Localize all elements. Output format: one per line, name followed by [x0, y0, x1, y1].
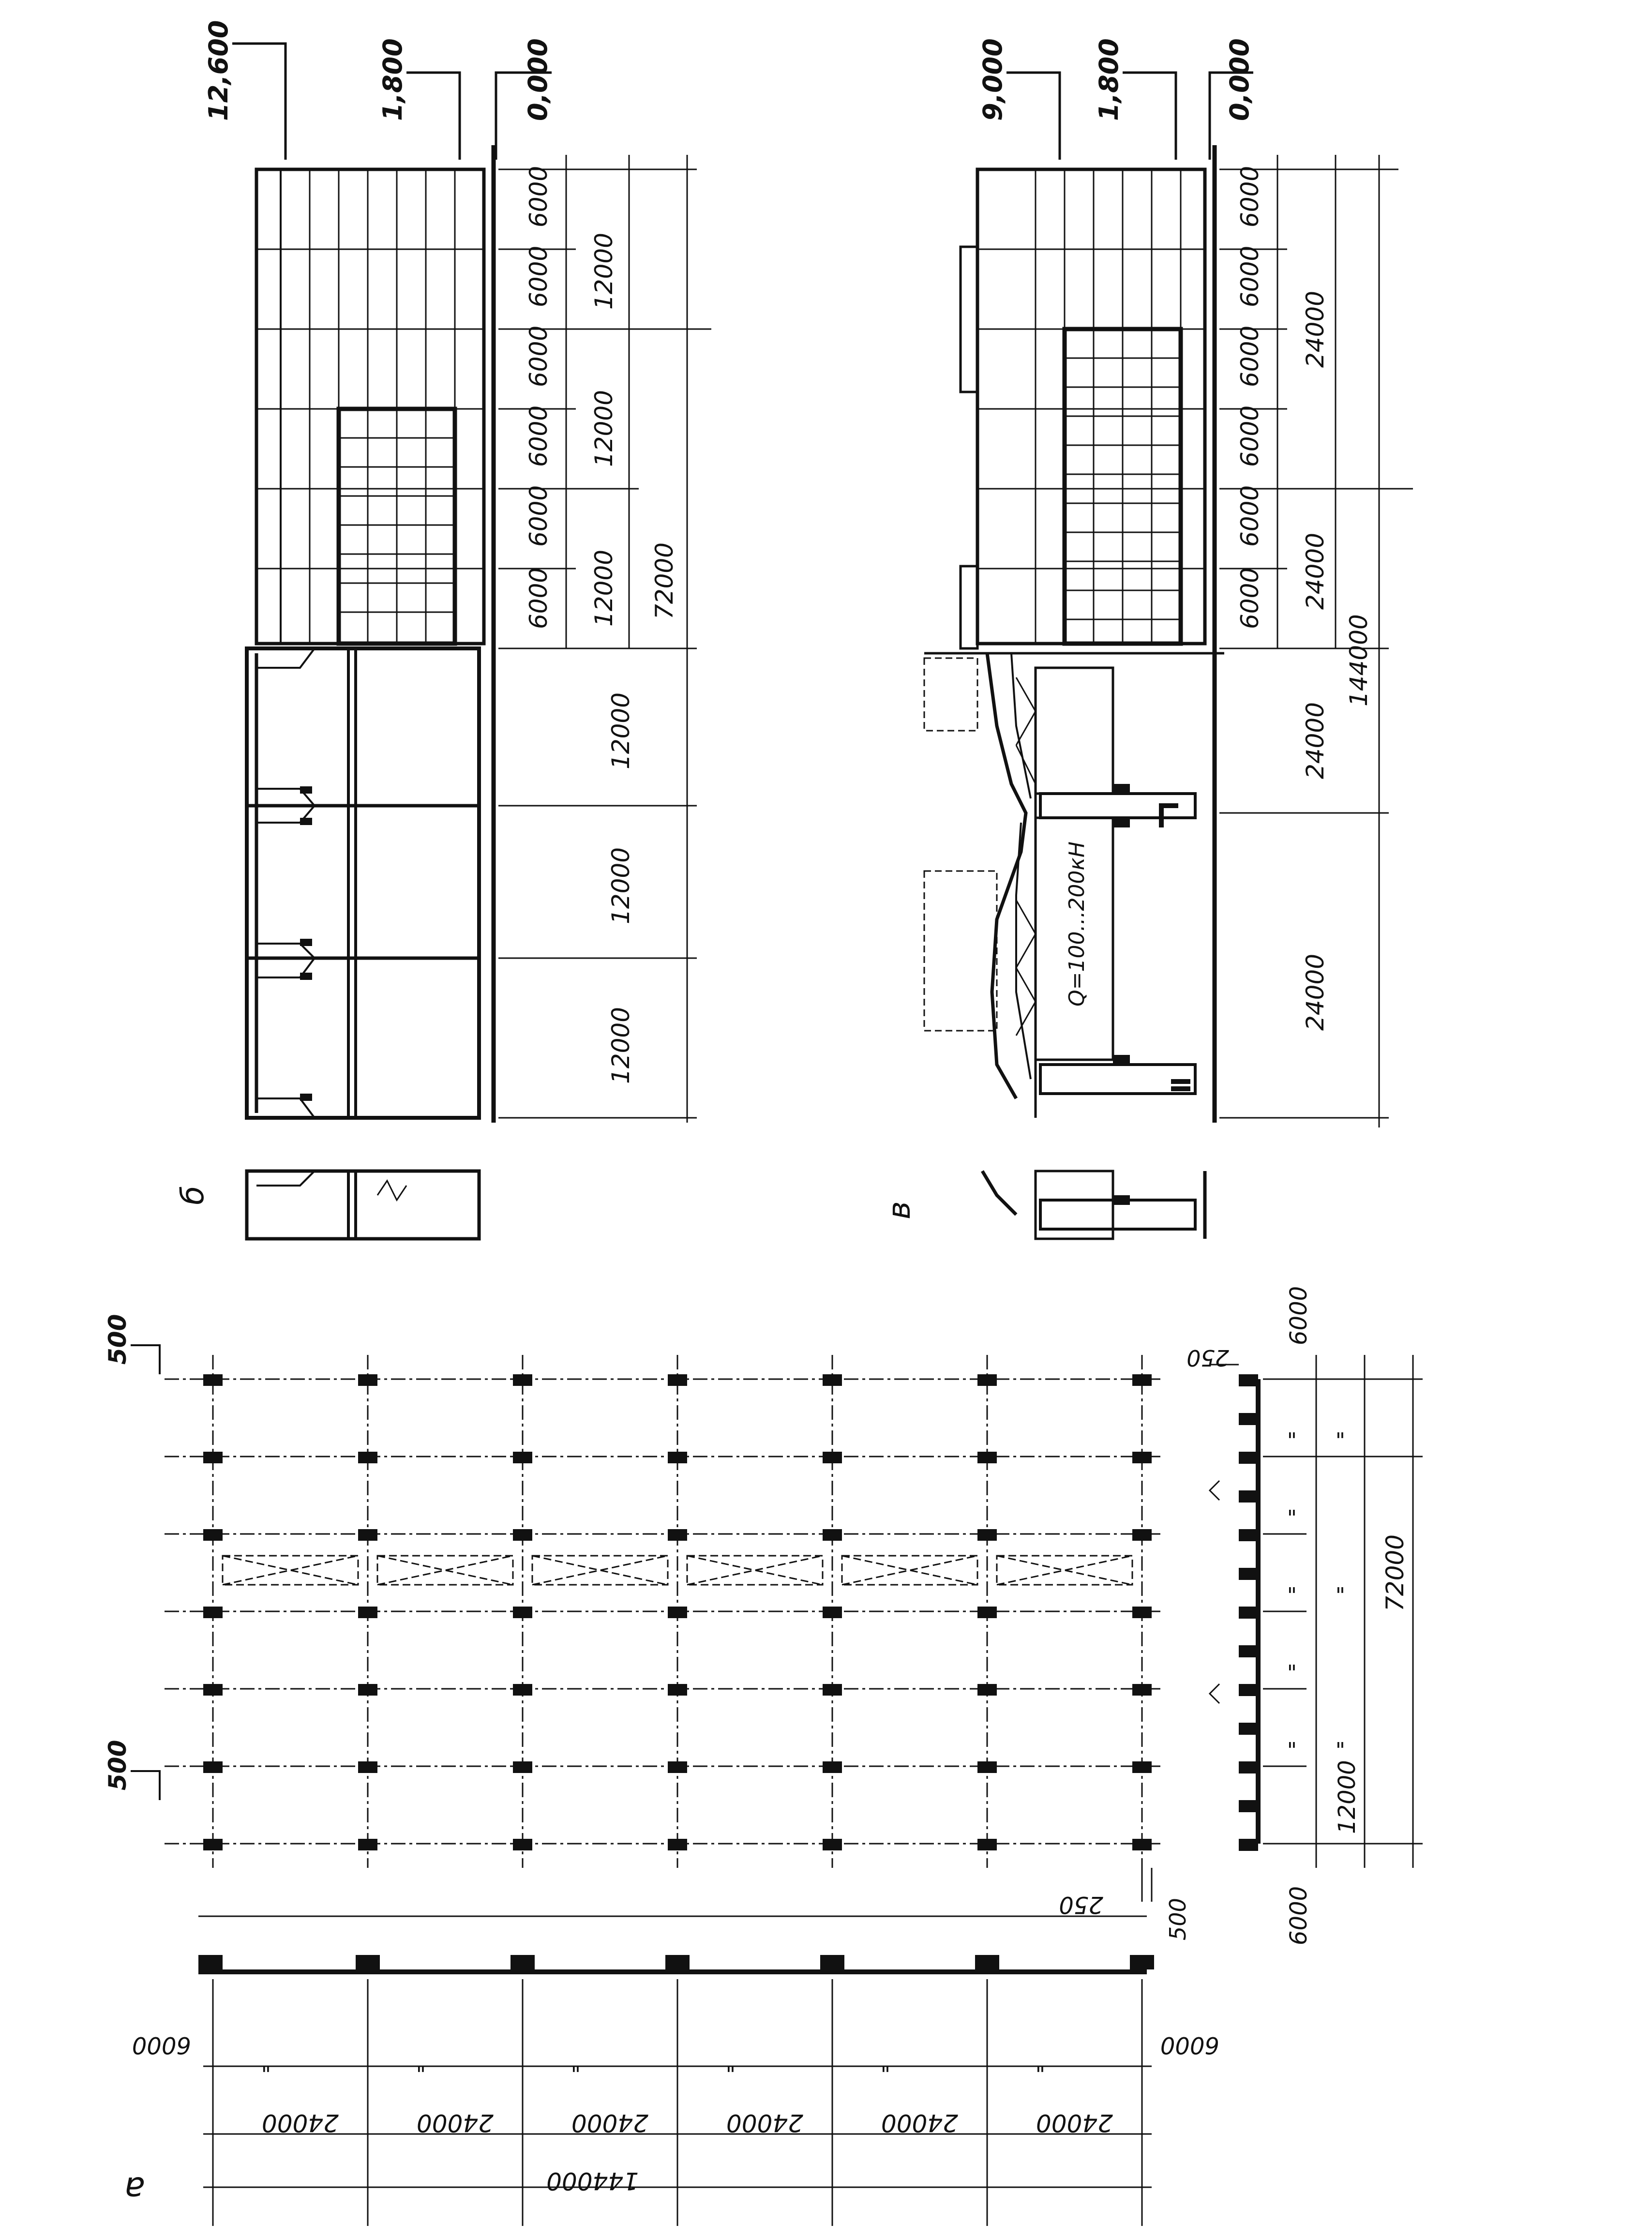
span-dimension: 12000 [1334, 1760, 1361, 1834]
ditto-mark: " [1287, 1417, 1297, 1442]
bay-dimension: 12000 [607, 847, 635, 924]
bay-dimension: 24000 [1301, 954, 1329, 1031]
section-b-frames [245, 646, 481, 1120]
bay-dimension: 6000 [525, 485, 553, 547]
total-dimension: 144000 [546, 2167, 639, 2195]
ditto-mark: " [726, 2051, 736, 2076]
ditto-mark: " [1287, 1727, 1297, 1752]
bay-dimension: 6000 [1236, 485, 1264, 547]
bay-dimension: 6000 [1236, 568, 1264, 629]
offset-250: 250 [1186, 1345, 1229, 1371]
bay-dimension: 12000 [590, 550, 618, 627]
bay-dimension: 6000 [525, 568, 553, 629]
bay-dimension: 6000 [1236, 166, 1264, 227]
elevation-label: 0,000 [523, 38, 553, 121]
ditto-mark: " [1287, 1495, 1297, 1519]
ditto-mark: " [571, 2051, 581, 2076]
skylight-lanterns [222, 1555, 1133, 1586]
section-b-wall [255, 145, 496, 1123]
elevation-label: 0,000 [1224, 38, 1255, 121]
edge-offset: 500 [1165, 1898, 1191, 1940]
plan-a-right-strip: 250 6000 6000 " " " " " " " " 12000 [1186, 1286, 1423, 1945]
edge-offset: 500 [104, 1314, 132, 1365]
span-dimension: 24000 [262, 2109, 339, 2137]
ditto-mark: " [1336, 1417, 1345, 1442]
ditto-mark: " [881, 2051, 890, 2076]
section-v-detail: в [882, 1170, 1207, 1240]
bay-dimension: 12000 [590, 233, 618, 310]
bay-dimension: 6000 [525, 326, 553, 387]
edge-offset: 500 [104, 1740, 132, 1790]
elevation-markers-b: 12,600 1,800 0,000 [203, 20, 553, 160]
bay-dimension: 12000 [607, 692, 635, 769]
plan-a: 500 500 [104, 1314, 1161, 1918]
bay-dimension: 12000 [607, 1007, 635, 1084]
bay-dimension: 6000 [1236, 246, 1264, 307]
elevation-label: 9,000 [977, 38, 1008, 121]
section-label: б [175, 1186, 211, 1205]
end-dimension: 6000 [1160, 2031, 1219, 2059]
end-dimension: 6000 [132, 2031, 191, 2059]
end-dimension: 6000 [1285, 1286, 1312, 1345]
offset-250: 250 [1059, 1891, 1103, 1918]
bay-dimension: 6000 [1236, 326, 1264, 387]
bay-dimension: 6000 [1236, 406, 1264, 467]
total-dimension: 72000 [1381, 1534, 1409, 1611]
ditto-mark: " [261, 2051, 271, 2076]
bay-dimension: 24000 [1301, 533, 1329, 610]
section-label: в [882, 1201, 917, 1219]
span-dimension: 24000 [417, 2109, 494, 2137]
elevation-label: 1,800 [377, 38, 408, 121]
ditto-mark: " [1287, 1572, 1297, 1597]
end-dimension: 6000 [1285, 1886, 1312, 1945]
section-label: а [124, 2169, 145, 2209]
plan-a-bottom-strip: 6000 6000 500 " " " " " " 24000 24000 24… [124, 1898, 1219, 2226]
crane-load-label: Q=100...200кН [1065, 842, 1089, 1007]
ditto-mark: " [416, 2051, 426, 2076]
bay-dimension: 12000 [590, 390, 618, 467]
columns [203, 1374, 1152, 1850]
elevation-label: 1,800 [1094, 38, 1124, 121]
ditto-mark: " [1336, 1572, 1345, 1597]
section-v-dimensions: 6000 6000 6000 6000 6000 6000 24000 2400… [1219, 155, 1413, 1127]
elevation-label: 12,600 [203, 20, 234, 121]
span-dimension: 24000 [881, 2109, 958, 2137]
elevation-markers-v: 9,000 1,800 0,000 [977, 38, 1255, 160]
total-dimension: 72000 [650, 542, 678, 619]
span-dimension: 24000 [571, 2109, 648, 2137]
ditto-mark: " [1036, 2051, 1045, 2076]
bay-dimension: 24000 [1301, 702, 1329, 779]
section-v-wall [924, 145, 1224, 1123]
section-v-frames: Q=100...200кН [923, 653, 1197, 1118]
section-b-detail: б [175, 1169, 481, 1241]
span-dimension: 24000 [726, 2109, 803, 2137]
span-dimension: 24000 [1036, 2109, 1113, 2137]
section-b-dimensions: 6000 6000 6000 6000 6000 6000 12000 1200… [498, 155, 711, 1123]
ditto-mark: " [1287, 1650, 1297, 1674]
bay-dimension: 6000 [525, 166, 553, 227]
total-dimension: 144000 [1345, 614, 1373, 706]
bay-dimension: 24000 [1301, 291, 1329, 368]
ditto-mark: " [1336, 1727, 1345, 1752]
bay-dimension: 6000 [525, 246, 553, 307]
bay-dimension: 6000 [525, 406, 553, 467]
